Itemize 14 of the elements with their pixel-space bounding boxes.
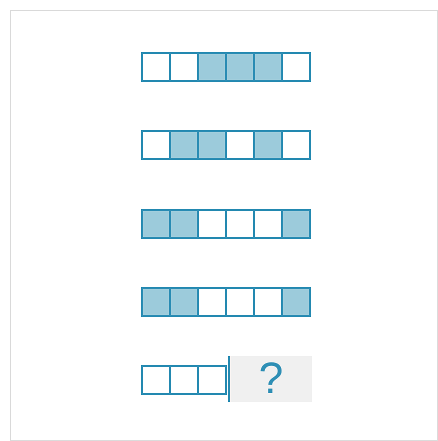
- shaded-square: [141, 287, 171, 317]
- shaded-square: [281, 287, 311, 317]
- shaded-square: [197, 52, 227, 82]
- shaded-square: [225, 52, 255, 82]
- shaded-square: [169, 287, 199, 317]
- shaded-square: [281, 209, 311, 239]
- shaded-square: [141, 209, 171, 239]
- shaded-square: [253, 130, 283, 160]
- shaded-square: [169, 130, 199, 160]
- shaded-square: [169, 209, 199, 239]
- shaded-square: [197, 130, 227, 160]
- answer-box: [228, 356, 312, 402]
- shaded-square: [253, 52, 283, 82]
- question-mark: ?: [258, 357, 284, 401]
